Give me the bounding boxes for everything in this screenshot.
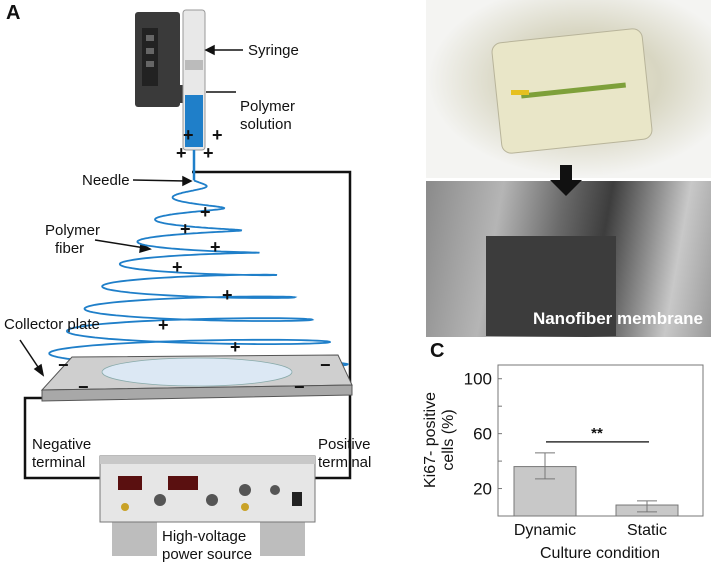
- polymer-solution-label-2: solution: [240, 116, 292, 133]
- collector-plate-label: Collector plate: [4, 316, 100, 333]
- power-source-label-1: High-voltage: [162, 528, 247, 545]
- plus-charge-icon: +: [183, 125, 194, 145]
- power-source-legs-left: [112, 520, 157, 556]
- syringe-label: Syringe: [248, 42, 299, 59]
- plus-charge-icon: +: [176, 143, 187, 163]
- fiber-deposit: [101, 357, 293, 387]
- polymer-fiber-label-2: fiber: [55, 240, 85, 257]
- polymer-solution: [185, 95, 203, 147]
- x-tick-label: Static: [627, 522, 667, 539]
- polymer-fiber-label-1: Polymer: [45, 222, 101, 239]
- plus-charge-icon: +: [212, 125, 223, 145]
- minus-charge-icon: −: [294, 377, 305, 397]
- negative-wire: [23, 396, 103, 480]
- plus-charge-icon: +: [180, 219, 191, 239]
- needle-label: Needle: [82, 172, 130, 189]
- panel-label-c: C: [430, 340, 445, 362]
- minus-charge-icon: −: [78, 377, 89, 397]
- plus-charge-icon: +: [210, 237, 221, 257]
- negative-terminal-label-1: Negative: [32, 436, 92, 453]
- plus-charge-icon: +: [200, 202, 211, 222]
- minus-charge-icon: −: [320, 355, 331, 375]
- x-tick-label: Dynamic: [514, 522, 576, 539]
- y-tick-label: 60: [473, 425, 492, 444]
- plus-charge-icon: +: [172, 257, 183, 277]
- panel-label-a: A: [6, 2, 21, 24]
- polymer-fiber-spiral: [48, 179, 349, 369]
- plus-charge-icon: +: [203, 143, 214, 163]
- y-axis-label: Ki67- positive cells (%): [422, 391, 457, 489]
- minus-charge-icon: −: [58, 355, 69, 375]
- positive-terminal-label-2: terminal: [318, 454, 372, 471]
- x-axis-label: Culture condition: [540, 545, 661, 562]
- plus-charge-icon: +: [158, 315, 169, 335]
- y-tick-label: 20: [473, 480, 492, 499]
- power-source-label-2: power source: [162, 546, 253, 563]
- polymer-solution-label-1: Polymer: [240, 98, 296, 115]
- plus-charge-icon: +: [230, 337, 241, 357]
- sem-label: Nanofiber membrane: [532, 309, 703, 328]
- plus-charge-icon: +: [222, 285, 233, 305]
- positive-terminal-label-1: Positive: [318, 436, 371, 453]
- significance-label: **: [591, 425, 603, 442]
- sem-image: Nanofiber membrane: [426, 181, 711, 337]
- chip-photo: [426, 0, 711, 178]
- plot-frame: [497, 364, 704, 517]
- positive-wire: [192, 170, 352, 480]
- negative-terminal-label-2: terminal: [32, 454, 86, 471]
- power-source-legs-right: [260, 520, 305, 556]
- y-tick-label: 100: [464, 370, 492, 389]
